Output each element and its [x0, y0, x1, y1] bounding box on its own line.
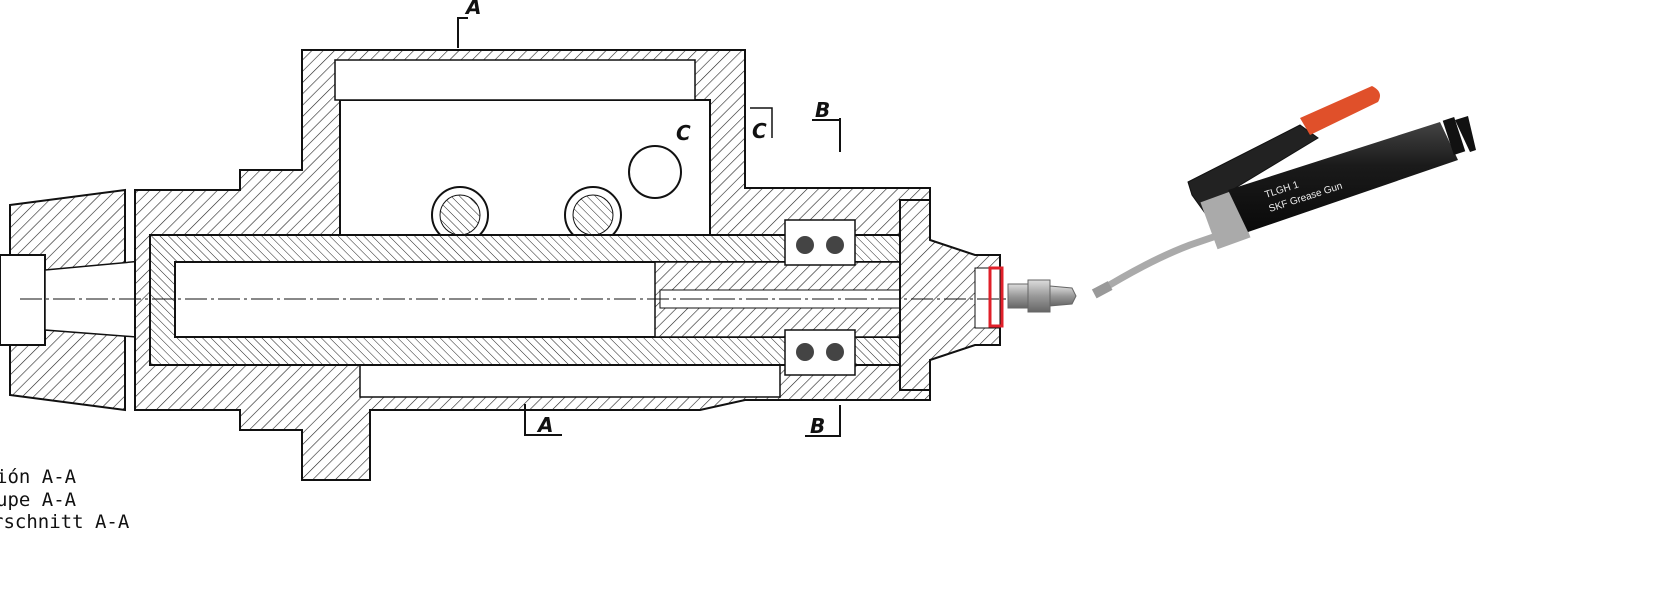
section-title-spanish: ión A-A	[0, 466, 77, 488]
section-label-b-bottom: B	[810, 414, 825, 438]
grease-gun: TLGH 1 SKF Grease Gun	[1091, 86, 1476, 299]
pulley	[0, 188, 176, 412]
bearings	[784, 219, 856, 376]
section-label-c-right: C	[752, 119, 767, 143]
section-label-a-bottom: A	[536, 413, 553, 437]
section-title-french: upe A-A	[0, 489, 77, 511]
shaft-sections	[431, 145, 682, 244]
section-label-a-top: A	[464, 0, 481, 19]
grease-nipple	[1007, 279, 1077, 313]
section-markers: A A B B C C	[457, 0, 841, 438]
grease-point-highlight	[988, 266, 1004, 328]
section-label-b-top: B	[815, 98, 830, 122]
section-label-c-left: C	[676, 121, 691, 145]
section-title-german: rschnitt A-A	[0, 511, 130, 533]
